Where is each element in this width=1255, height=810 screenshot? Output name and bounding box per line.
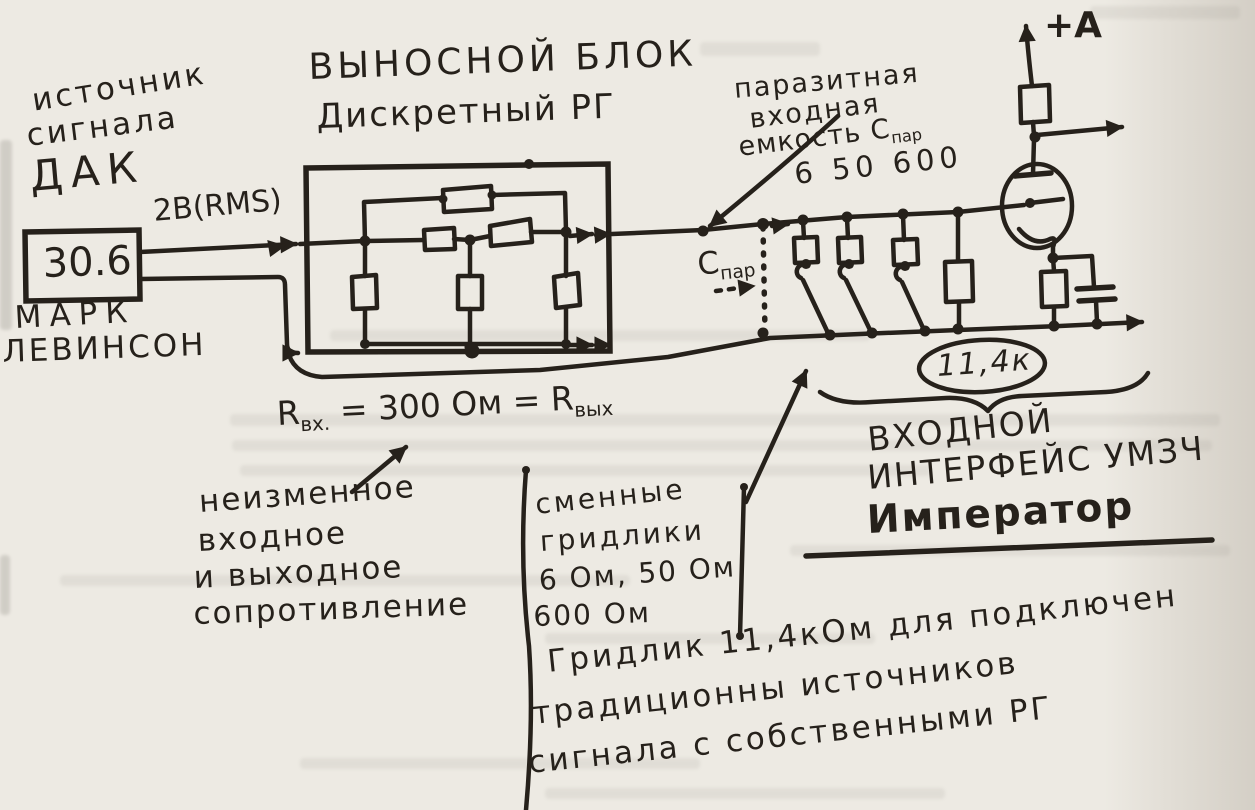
gridleaks-values-line2: 600 Ом — [532, 595, 652, 633]
resistor-series-1 — [421, 225, 458, 253]
rail-chevron — [769, 217, 791, 235]
dac-brand-line1: МАРК — [13, 293, 137, 336]
bleed-through-artifact — [0, 555, 10, 615]
tube-grid — [1027, 196, 1066, 206]
bleed-through-artifact — [232, 440, 1212, 451]
impedance-note-arrow — [349, 444, 409, 495]
bleed-through-artifact — [300, 758, 700, 769]
interface-underline — [803, 537, 1215, 559]
wire-dac-bottom — [137, 274, 301, 362]
cathode-network — [1038, 252, 1118, 327]
output-arrow — [1034, 119, 1125, 138]
gridleak-branch-2 — [835, 215, 874, 335]
resistor-series-2 — [487, 216, 535, 249]
resistor-top — [440, 183, 495, 215]
cathode-resistor — [1038, 268, 1070, 310]
resistor-shunt-3 — [551, 270, 583, 311]
parasitic-cap-label: Cпар — [695, 244, 757, 285]
source-label-dac: ДАК — [27, 141, 147, 201]
badge-oval — [916, 337, 1048, 395]
anode-resistor — [1017, 82, 1053, 126]
dac-box-value: 30.6 — [41, 237, 133, 287]
interface-brace — [817, 370, 1151, 414]
rail-middle — [297, 229, 569, 247]
dac-brand-line2: ЛЕВИНСОН — [1, 326, 208, 370]
tube-cathode — [1016, 226, 1057, 260]
wire-dac-top-chevron — [267, 240, 287, 258]
supply-label: +А — [1044, 5, 1103, 46]
impedance-note-line2: входное — [196, 515, 348, 559]
capacitor-parasitic-dashed — [760, 224, 768, 334]
gridleak-value-badge: 11,4к — [935, 342, 1033, 384]
supply-lead — [1018, 23, 1036, 89]
parasitic-pointer-arrow — [707, 113, 841, 229]
bleed-through-artifact — [0, 140, 12, 330]
resistor-shunt-1 — [349, 272, 380, 312]
bleed-through-artifact — [330, 330, 870, 341]
gridleak-branch-1 — [791, 218, 831, 336]
triode-tube — [999, 136, 1075, 260]
anode-circuit — [1017, 23, 1125, 143]
bleed-through-artifact — [545, 788, 945, 799]
gridleak-bracket-left — [520, 467, 534, 810]
bleed-through-artifact — [60, 575, 630, 586]
gridleak-resistor-11k4 — [942, 209, 976, 331]
bleed-through-artifact — [700, 42, 820, 56]
gridleak-branch-3 — [890, 212, 927, 333]
gridleak-bracket-right — [737, 484, 747, 639]
bleed-through-artifact — [1090, 6, 1240, 19]
bleed-through-artifact — [545, 633, 875, 644]
rail-exit-top-1 — [567, 226, 595, 244]
rail-exit-top-2 — [593, 226, 613, 244]
resistor-shunt-2 — [455, 273, 485, 312]
bleed-through-artifact — [230, 414, 1220, 426]
ladder-top-loop — [361, 190, 569, 244]
cap-label-arrow-dashed — [713, 279, 757, 297]
bleed-through-artifact — [240, 465, 930, 476]
block-title-line2: Дискретный РГ — [315, 86, 617, 137]
dac-box — [22, 227, 143, 304]
gridleak-note-arrow — [743, 368, 809, 505]
attenuator-block-outline — [303, 161, 613, 355]
